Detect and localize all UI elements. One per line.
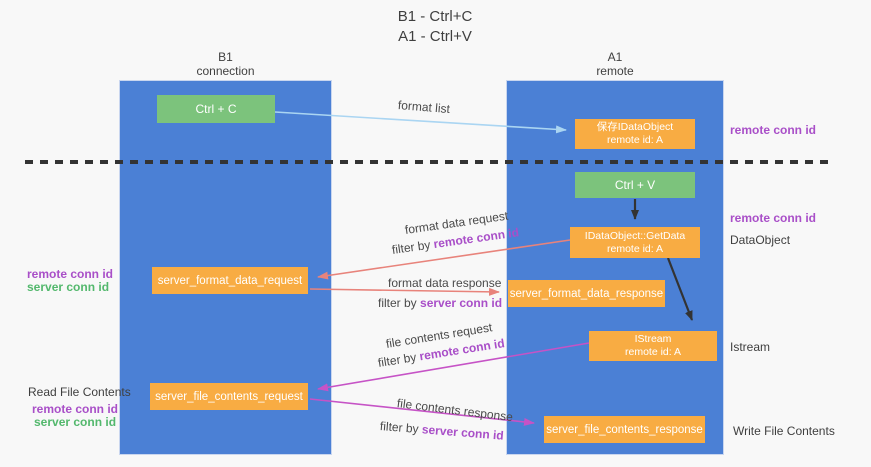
format-list-label: format list [397,98,451,117]
left-remote-conn-id-2: remote conn id [32,402,119,416]
right-remote-conn-id-1: remote conn id [730,123,817,137]
ctrl-v-node: Ctrl + V [575,172,695,198]
filter-by-text: filter by [378,296,421,310]
filter-by-text: filter by [391,237,435,257]
left-remote-conn-id-1: remote conn id [27,267,114,281]
ctrl-c-label: Ctrl + C [195,102,237,116]
lane-a1-subtitle: remote [596,64,634,78]
filter-by-text: filter by [379,419,423,437]
session-divider-dashed-line [25,160,833,164]
getdata-line1: IDataObject::GetData [584,229,686,242]
ctrl-c-node: Ctrl + C [157,95,275,123]
server-file-contents-response-node: server_file_contents_response [544,416,705,443]
lane-header-a1: A1 remote [506,50,724,78]
getdata-line2: remote id: A [606,242,664,255]
file-contents-response-label: file contents response [396,396,514,425]
server-file-contents-response-label: server_file_contents_response [546,423,703,436]
left-server-conn-id-1: server conn id [27,280,110,294]
filter-by-text: filter by [376,349,421,370]
lane-b1-subtitle: connection [196,64,255,78]
server-format-data-request-node: server_format_data_request [152,267,308,294]
server-conn-id-text: server conn id [420,296,503,310]
lane-a1-name: A1 [607,50,623,64]
right-istream-label: Istream [730,340,771,354]
title-line-1: B1 - Ctrl+C [397,8,473,25]
save-dataobject-line2: remote id: A [606,134,664,146]
save-dataobject-line1: 保存IDataObject [596,121,674,133]
right-remote-conn-id-2: remote conn id [730,211,817,225]
server-format-data-response-label: server_format_data_response [509,287,664,300]
istream-node: IStream remote id: A [589,331,717,361]
getdata-node: IDataObject::GetData remote id: A [570,227,700,258]
right-write-file-contents-label: Write File Contents [733,424,835,438]
filter-by-server-conn-id-label-1: filter by server conn id [378,296,502,310]
filter-by-server-conn-id-label-2: filter by server conn id [379,419,504,443]
lane-header-b1: B1 connection [119,50,332,78]
right-dataobject-label: DataObject [730,233,791,247]
istream-line2: remote id: A [624,346,682,358]
left-read-file-contents-label: Read File Contents [28,385,131,399]
title-line-2: A1 - Ctrl+V [398,28,472,45]
ctrl-v-label: Ctrl + V [614,178,656,192]
diagram-title: B1 - Ctrl+C A1 - Ctrl+V [310,7,560,47]
lane-b1-name: B1 [218,50,233,64]
istream-line1: IStream [634,333,672,345]
server-file-contents-request-label: server_file_contents_request [155,390,303,403]
server-conn-id-text: server conn id [421,422,505,443]
format-data-response-label: format data response [388,276,502,290]
server-format-data-request-label: server_format_data_request [157,274,303,287]
left-server-conn-id-2: server conn id [34,415,117,429]
server-format-data-response-node: server_format_data_response [508,280,665,307]
save-dataobject-node: 保存IDataObject remote id: A [575,119,695,149]
server-file-contents-request-node: server_file_contents_request [150,383,308,410]
